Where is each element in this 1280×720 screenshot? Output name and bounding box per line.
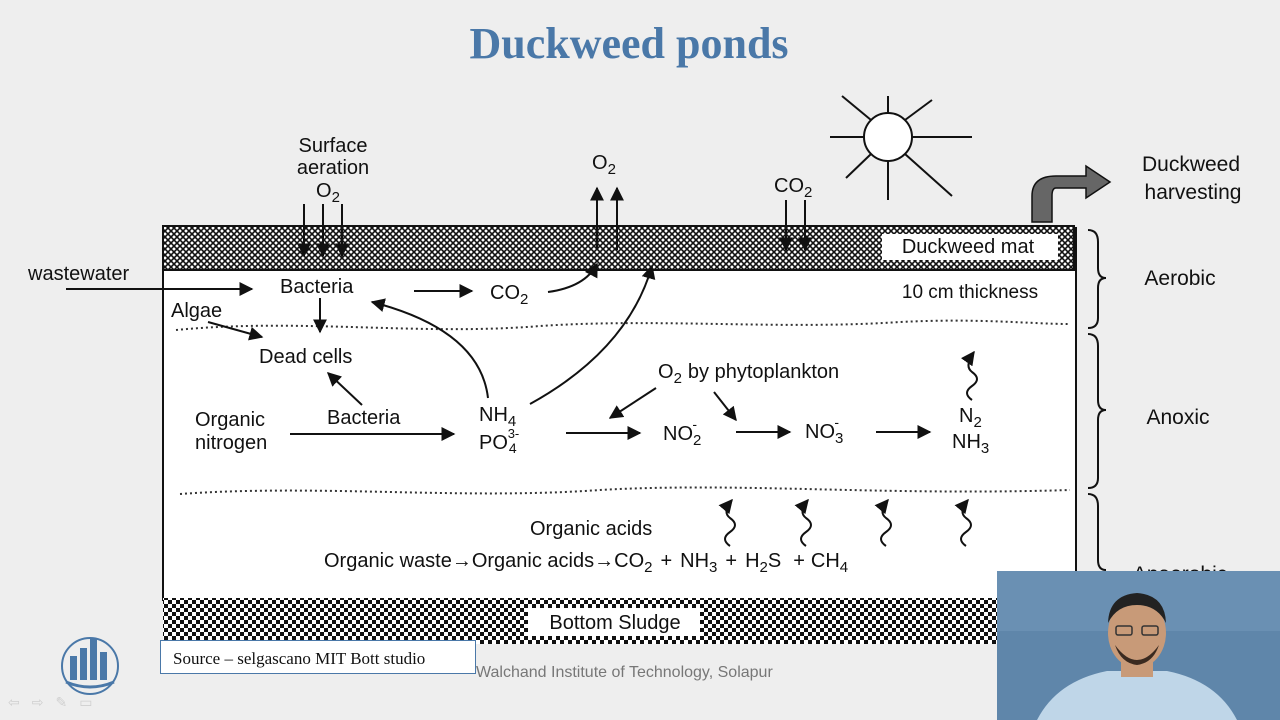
- nh4-label: NH4: [479, 404, 516, 430]
- o2-release-label: O2: [592, 152, 616, 178]
- n2-label: N2: [959, 405, 982, 431]
- bottom-sludge-label-bg: [528, 608, 700, 636]
- nh4-to-surface-arrow: [529, 264, 656, 405]
- co2-gas-wavy-arrow: [718, 498, 736, 547]
- harvesting-label: harvesting: [1145, 181, 1242, 204]
- duckweed-mat-label-bg: [882, 234, 1058, 260]
- nitrogen-label: nitrogen: [195, 432, 267, 454]
- phyto-to-no2-arrow: [608, 387, 657, 419]
- co2-to-surface-arrow: [547, 262, 598, 293]
- n2-release-wavy-arrow: [960, 350, 978, 401]
- presenter-video: [997, 571, 1280, 720]
- ch4-gas-wavy-arrow: [954, 498, 972, 547]
- thickness-label: 10 cm thickness: [902, 282, 1038, 303]
- dead-cells-label: Dead cells: [259, 346, 352, 368]
- anoxic-zone-label: Anoxic: [1146, 406, 1209, 429]
- duckweed-mat-label: Duckweed mat: [902, 236, 1035, 258]
- organic-label: Organic: [195, 409, 265, 431]
- institute-logo: [61, 637, 119, 695]
- po4-label: PO43-: [479, 426, 519, 456]
- organic-acids-label: Organic acids: [530, 518, 652, 540]
- process-arrows: [66, 186, 978, 547]
- bottom-sludge-label: Bottom Sludge: [549, 612, 680, 634]
- anaerobic-equation: Organic waste→Organic acids→CO2+NH3+H2S+…: [324, 550, 848, 576]
- surface-aeration-label: Surface: [299, 135, 368, 157]
- bacteria-to-dead-cells-up-arrow: [326, 372, 363, 406]
- nh3-anoxic-label: NH3: [952, 431, 989, 457]
- co2-input-label: CO2: [774, 175, 812, 201]
- anoxic-anaerobic-boundary: [179, 486, 1071, 495]
- h2s-gas-wavy-arrow: [874, 498, 892, 547]
- phyto-to-no3-arrow: [713, 391, 737, 422]
- nh3-gas-wavy-arrow: [794, 498, 812, 547]
- slide-nav-controls[interactable]: ⇦⇨✎▭: [8, 694, 105, 710]
- o2-input-label: O2: [316, 180, 340, 206]
- aerobic-zone-label: Aerobic: [1144, 267, 1215, 290]
- aerobic-anoxic-boundary: [175, 319, 1071, 331]
- algae-to-dead-cells-arrow: [207, 321, 264, 341]
- no2-label: NO2-: [663, 416, 701, 449]
- aeration-label: aeration: [297, 157, 369, 179]
- algae-label: Algae: [171, 300, 222, 322]
- sun-icon: [830, 95, 972, 200]
- co2-aerobic-label: CO2: [490, 282, 528, 308]
- bacteria-label-mid: Bacteria: [327, 407, 401, 429]
- nh4-to-bacteria-arrow: [370, 298, 489, 399]
- harvesting-arrow-icon: [1031, 164, 1112, 223]
- duckweed-label: Duckweed: [1142, 153, 1240, 176]
- institute-footer: Walchand Institute of Technology, Solapu…: [476, 664, 773, 681]
- source-caption: Source – selgascano MIT Bott studio: [160, 640, 476, 674]
- bacteria-label-top: Bacteria: [280, 276, 354, 298]
- slide-title: Duckweed ponds: [469, 19, 789, 68]
- presenter-silhouette: [997, 571, 1280, 720]
- wastewater-label: wastewater: [27, 263, 129, 285]
- zone-brackets: [1087, 229, 1107, 571]
- no3-label: NO3-: [805, 414, 843, 447]
